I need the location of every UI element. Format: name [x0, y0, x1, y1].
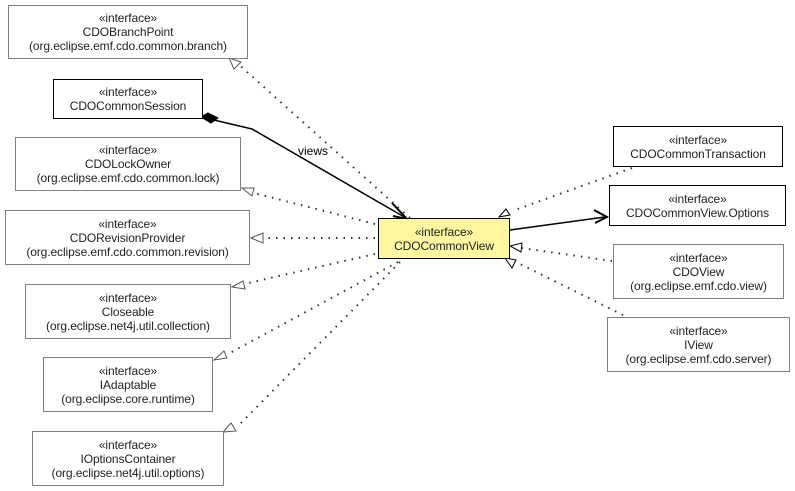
node-cdobranchpoint[interactable]: «interface» CDOBranchPoint (org.eclipse.…: [8, 5, 248, 59]
diamond-icon: [200, 112, 219, 124]
class-name: CDOCommonTransaction: [630, 146, 766, 161]
arrowhead: [593, 209, 610, 224]
hollow-arrowhead: [230, 280, 246, 290]
package-name: (org.eclipse.emf.cdo.server): [625, 351, 772, 366]
node-iadaptable[interactable]: «interface» IAdaptable (org.eclipse.core…: [43, 357, 213, 412]
edge-composition-views: [213, 119, 407, 219]
stereotype-label: «interface»: [98, 437, 158, 452]
node-cdocommontransaction[interactable]: «interface» CDOCommonTransaction: [613, 126, 783, 167]
edge-realization-lockowner: [249, 191, 376, 225]
stereotype-label: «interface»: [98, 216, 157, 231]
hollow-arrowhead: [221, 422, 237, 433]
edge-label-views: views: [298, 144, 329, 158]
package-name: (org.eclipse.emf.cdo.common.lock): [36, 171, 220, 185]
stereotype-label: «interface»: [98, 363, 158, 378]
stereotype-label: «interface»: [414, 224, 474, 239]
class-name: CDOBranchPoint: [82, 25, 174, 39]
class-name: CDORevisionProvider: [69, 230, 186, 245]
node-cdocommonview[interactable]: «interface» CDOCommonView: [378, 218, 510, 259]
edge-association-options: [509, 216, 606, 231]
stereotype-label: «interface»: [669, 323, 728, 338]
package-name: (org.eclipse.emf.cdo.view): [630, 278, 767, 293]
class-name: CDOView: [672, 264, 725, 279]
hollow-arrowhead: [249, 232, 264, 244]
hollow-arrowhead: [240, 187, 255, 197]
node-cdoview[interactable]: «interface» CDOView (org.eclipse.emf.cdo…: [613, 244, 784, 299]
node-cdolockowner[interactable]: «interface» CDOLockOwner (org.eclipse.em…: [15, 137, 241, 191]
stereotype-label: «interface»: [669, 250, 728, 265]
class-name: IAdaptable: [99, 377, 157, 392]
class-name: Closeable: [101, 304, 155, 319]
hollow-arrowhead: [228, 57, 242, 70]
node-ioptionscontainer[interactable]: «interface» IOptionsContainer (org.eclip…: [32, 431, 224, 486]
edge-realization-branchpoint: [235, 61, 411, 219]
edge-realization-iview: [517, 262, 624, 316]
package-name: (org.eclipse.net4j.util.options): [51, 465, 205, 480]
package-name: (org.eclipse.emf.cdo.common.branch): [29, 39, 227, 53]
edge-realization-cdoview: [521, 247, 613, 262]
hollow-arrowhead: [212, 350, 228, 361]
hollow-arrowhead: [503, 257, 517, 269]
node-closeable[interactable]: «interface» Closeable (org.eclipse.net4j…: [25, 284, 231, 339]
class-name: CDOLockOwner: [84, 157, 172, 171]
stereotype-label: «interface»: [98, 11, 158, 25]
class-name: CDOCommonSession: [69, 99, 187, 113]
stereotype-label: «interface»: [98, 290, 158, 305]
stereotype-label: «interface»: [98, 85, 158, 99]
node-iview[interactable]: «interface» IView (org.eclipse.emf.cdo.s…: [607, 317, 790, 372]
package-name: (org.eclipse.core.runtime): [61, 391, 195, 406]
edge-realization-iadaptable: [227, 261, 399, 355]
node-cdocommonview-options[interactable]: «interface» CDOCommonView.Options: [609, 185, 786, 226]
hollow-arrowhead: [497, 208, 511, 218]
stereotype-label: «interface»: [668, 191, 727, 206]
node-cdorevisionprovider[interactable]: «interface» CDORevisionProvider (org.ecl…: [5, 210, 250, 265]
package-name: (org.eclipse.emf.cdo.common.revision): [26, 244, 229, 259]
class-name: IOptionsContainer: [80, 451, 176, 466]
stereotype-label: «interface»: [98, 143, 158, 157]
hollow-arrowhead: [508, 242, 523, 253]
class-name: CDOCommonView.Options: [625, 205, 770, 220]
class-name: IView: [684, 337, 713, 352]
edge-realization-ioptionscontainer: [236, 261, 401, 428]
node-cdocommonsession[interactable]: «interface» CDOCommonSession: [53, 79, 203, 119]
edge-realization-closeable: [243, 253, 376, 285]
stereotype-label: «interface»: [668, 132, 728, 147]
package-name: (org.eclipse.net4j.util.collection): [46, 318, 210, 333]
class-name: CDOCommonView: [394, 238, 494, 253]
